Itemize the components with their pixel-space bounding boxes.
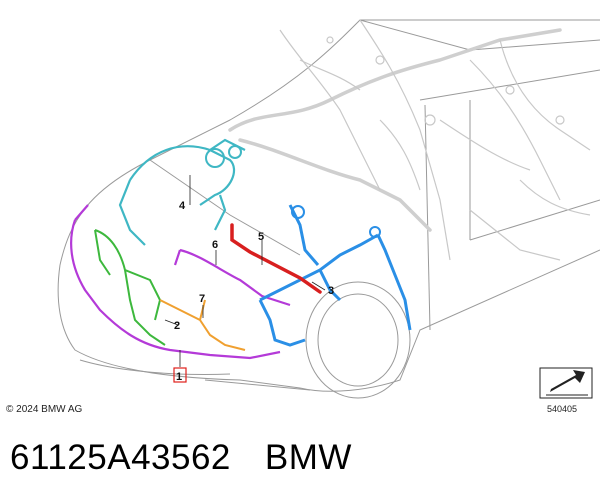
callout-3: 3 <box>328 285 334 297</box>
footer-caption: 61125A43562 BMW <box>10 438 352 478</box>
callout-labels: 1 2 3 4 5 6 7 <box>173 200 334 383</box>
reference-number: 540405 <box>547 404 578 414</box>
harness-headlight-left <box>94 229 166 346</box>
wiring-harness-diagram: 1 2 3 4 5 6 7 <box>57 19 600 399</box>
harness-engine-upper <box>118 138 246 246</box>
harness-front-bumper <box>70 204 291 360</box>
view-direction-arrow-icon <box>539 367 593 399</box>
callout-4: 4 <box>179 200 186 212</box>
part-number: 61125A43562 <box>10 438 231 477</box>
callout-7: 7 <box>199 293 205 305</box>
callout-1-box <box>173 367 187 383</box>
callout-5: 5 <box>258 231 264 243</box>
background-harness <box>228 19 591 261</box>
harness-front-module <box>159 299 246 351</box>
harness-battery-cable <box>230 223 322 294</box>
leader-lines <box>164 175 326 367</box>
copyright-notice: © 2024 BMW AG <box>6 404 83 415</box>
harness-engine-main <box>258 204 412 347</box>
brand-name: BMW <box>264 438 352 477</box>
callout-6: 6 <box>212 239 218 251</box>
callout-1: 1 <box>176 371 182 383</box>
callout-2: 2 <box>174 320 180 332</box>
